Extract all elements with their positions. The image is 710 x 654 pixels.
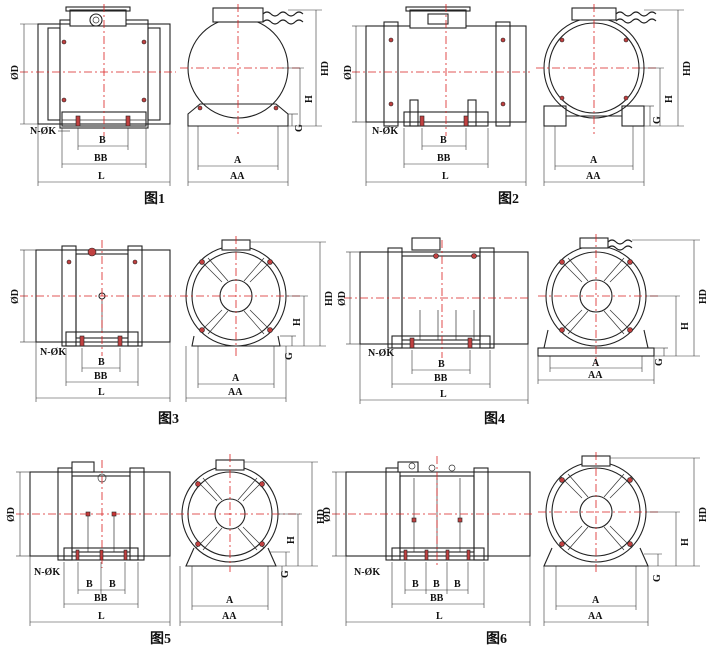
figure-2-dim-total-length: L [442, 171, 449, 182]
figure-6-front-view [538, 452, 660, 574]
figure-2-dim-diameter: ØD [343, 65, 354, 80]
figure-3-caption: 图3 [158, 411, 179, 427]
figure-3-dim-height-total: HD [324, 291, 335, 306]
figure-4-front-view [537, 234, 660, 364]
figure-6-dim-hole-spacing-3: B [454, 579, 461, 590]
figure-6: ØD N-ØK B B B BB L [322, 452, 709, 647]
figure-5-side-view [16, 460, 176, 568]
figure-4-dim-height-foot: G [654, 358, 665, 366]
figure-6-dim-hole-spacing-2: B [433, 579, 440, 590]
figure-1-dim-height-axis: H [304, 95, 315, 103]
figure-2-front-view [536, 4, 657, 134]
figure-5-dim-foot-width: A [226, 595, 234, 606]
figure-6-dim-hole-spacing: B [412, 579, 419, 590]
figure-2-dim-height-total: HD [682, 61, 693, 76]
figure-4-dim-height-total: HD [698, 289, 709, 304]
figure-1-caption: 图1 [144, 191, 165, 207]
figure-6-dim-base-width: AA [588, 611, 603, 622]
figure-3-dim-height-foot: G [284, 352, 295, 360]
figure-4-caption: 图4 [484, 411, 505, 427]
figure-5-dim-total-length: L [98, 611, 105, 622]
figure-2-dim-foot-length: BB [437, 153, 451, 164]
figure-3-dim-foot-width: A [232, 373, 240, 384]
figure-6-dim-mount-hole: N-ØK [354, 567, 380, 578]
figure-4-dim-mount-hole: N-ØK [368, 348, 394, 359]
figure-5-dim-diameter: ØD [6, 507, 17, 522]
figure-4-dim-base-width: AA [588, 370, 603, 381]
figure-4-dim-foot-length: BB [434, 373, 448, 384]
figure-5-dim-height-total: HD [316, 509, 327, 524]
figure-6-caption: 图6 [486, 631, 507, 647]
figure-6-dim-foot-length: BB [430, 593, 444, 604]
figure-5-dim-base-width: AA [222, 611, 237, 622]
figure-4-dim-total-length: L [440, 389, 447, 400]
figure-1-dim-foot-width: A [234, 155, 242, 166]
figure-6-dim-foot-width: A [592, 595, 600, 606]
figure-4-dim-foot-width: A [592, 358, 600, 369]
figure-2-side-view [352, 4, 530, 136]
figure-5-dim-height-axis: H [286, 536, 297, 544]
figure-5-front-view [176, 454, 300, 572]
figure-1-dim-foot-length: BB [94, 153, 108, 164]
figure-3-dim-diameter: ØD [10, 289, 21, 304]
figure-5-dim-height-foot: G [280, 570, 291, 578]
figure-4: ØD N-ØK B BB L [337, 234, 709, 427]
figure-1-dim-mount-hole: N-ØK [30, 126, 56, 137]
figure-1: ØD N-ØK B BB L HD H [10, 4, 331, 207]
figure-6-dim-height-total: HD [698, 507, 709, 522]
figure-3: ØD N-ØK B BB L HD [10, 236, 335, 427]
figure-3-dim-base-width: AA [228, 387, 243, 398]
figure-6-side-view [332, 456, 534, 568]
figure-4-dim-height-axis: H [680, 322, 691, 330]
figure-1-dim-height-foot: G [294, 124, 305, 132]
figure-5-dim-mount-hole: N-ØK [34, 567, 60, 578]
figure-4-dim-diameter: ØD [337, 291, 348, 306]
figure-6-dim-height-foot: G [652, 574, 663, 582]
figure-3-dim-hole-spacing: B [98, 357, 105, 368]
figure-3-dim-mount-hole: N-ØK [40, 347, 66, 358]
figure-4-side-view [344, 237, 530, 358]
figure-1-dim-height-total: HD [320, 61, 331, 76]
figure-2-caption: 图2 [498, 191, 519, 207]
figure-1-side-view [20, 4, 176, 136]
figure-6-dim-height-axis: H [680, 538, 691, 546]
figure-2-dim-height-foot: G [652, 116, 663, 124]
figure-1-dim-hole-spacing: B [99, 135, 106, 146]
figure-1-dim-base-width: AA [230, 171, 245, 182]
figure-3-front-view [180, 236, 300, 356]
figure-2-dim-foot-width: A [590, 155, 598, 166]
figure-2-dim-mount-hole: N-ØK [372, 126, 398, 137]
figure-3-dim-total-length: L [98, 387, 105, 398]
figure-5-dim-foot-length: BB [94, 593, 108, 604]
figure-1-dim-total-length: L [98, 171, 105, 182]
figure-3-side-view [20, 240, 176, 356]
figure-3-dim-foot-length: BB [94, 371, 108, 382]
figure-1-dim-diameter: ØD [10, 65, 21, 80]
figure-3-dim-height-axis: H [292, 318, 303, 326]
figure-6-dim-diameter: ØD [322, 507, 333, 522]
figure-5-dim-hole-spacing: B [86, 579, 93, 590]
figure-2-dim-hole-spacing: B [440, 135, 447, 146]
figure-5: ØD N-ØK B B BB L [6, 454, 327, 647]
figure-5-caption: 图5 [150, 631, 171, 647]
figure-2-dim-base-width: AA [586, 171, 601, 182]
figure-2: ØD N-ØK B BB L H [343, 4, 693, 207]
figure-2-dim-height-axis: H [664, 95, 675, 103]
figure-4-dim-hole-spacing: B [438, 359, 445, 370]
figure-1-front-view [180, 4, 304, 134]
figure-6-dim-total-length: L [436, 611, 443, 622]
figure-5-dim-hole-spacing-2: B [109, 579, 116, 590]
